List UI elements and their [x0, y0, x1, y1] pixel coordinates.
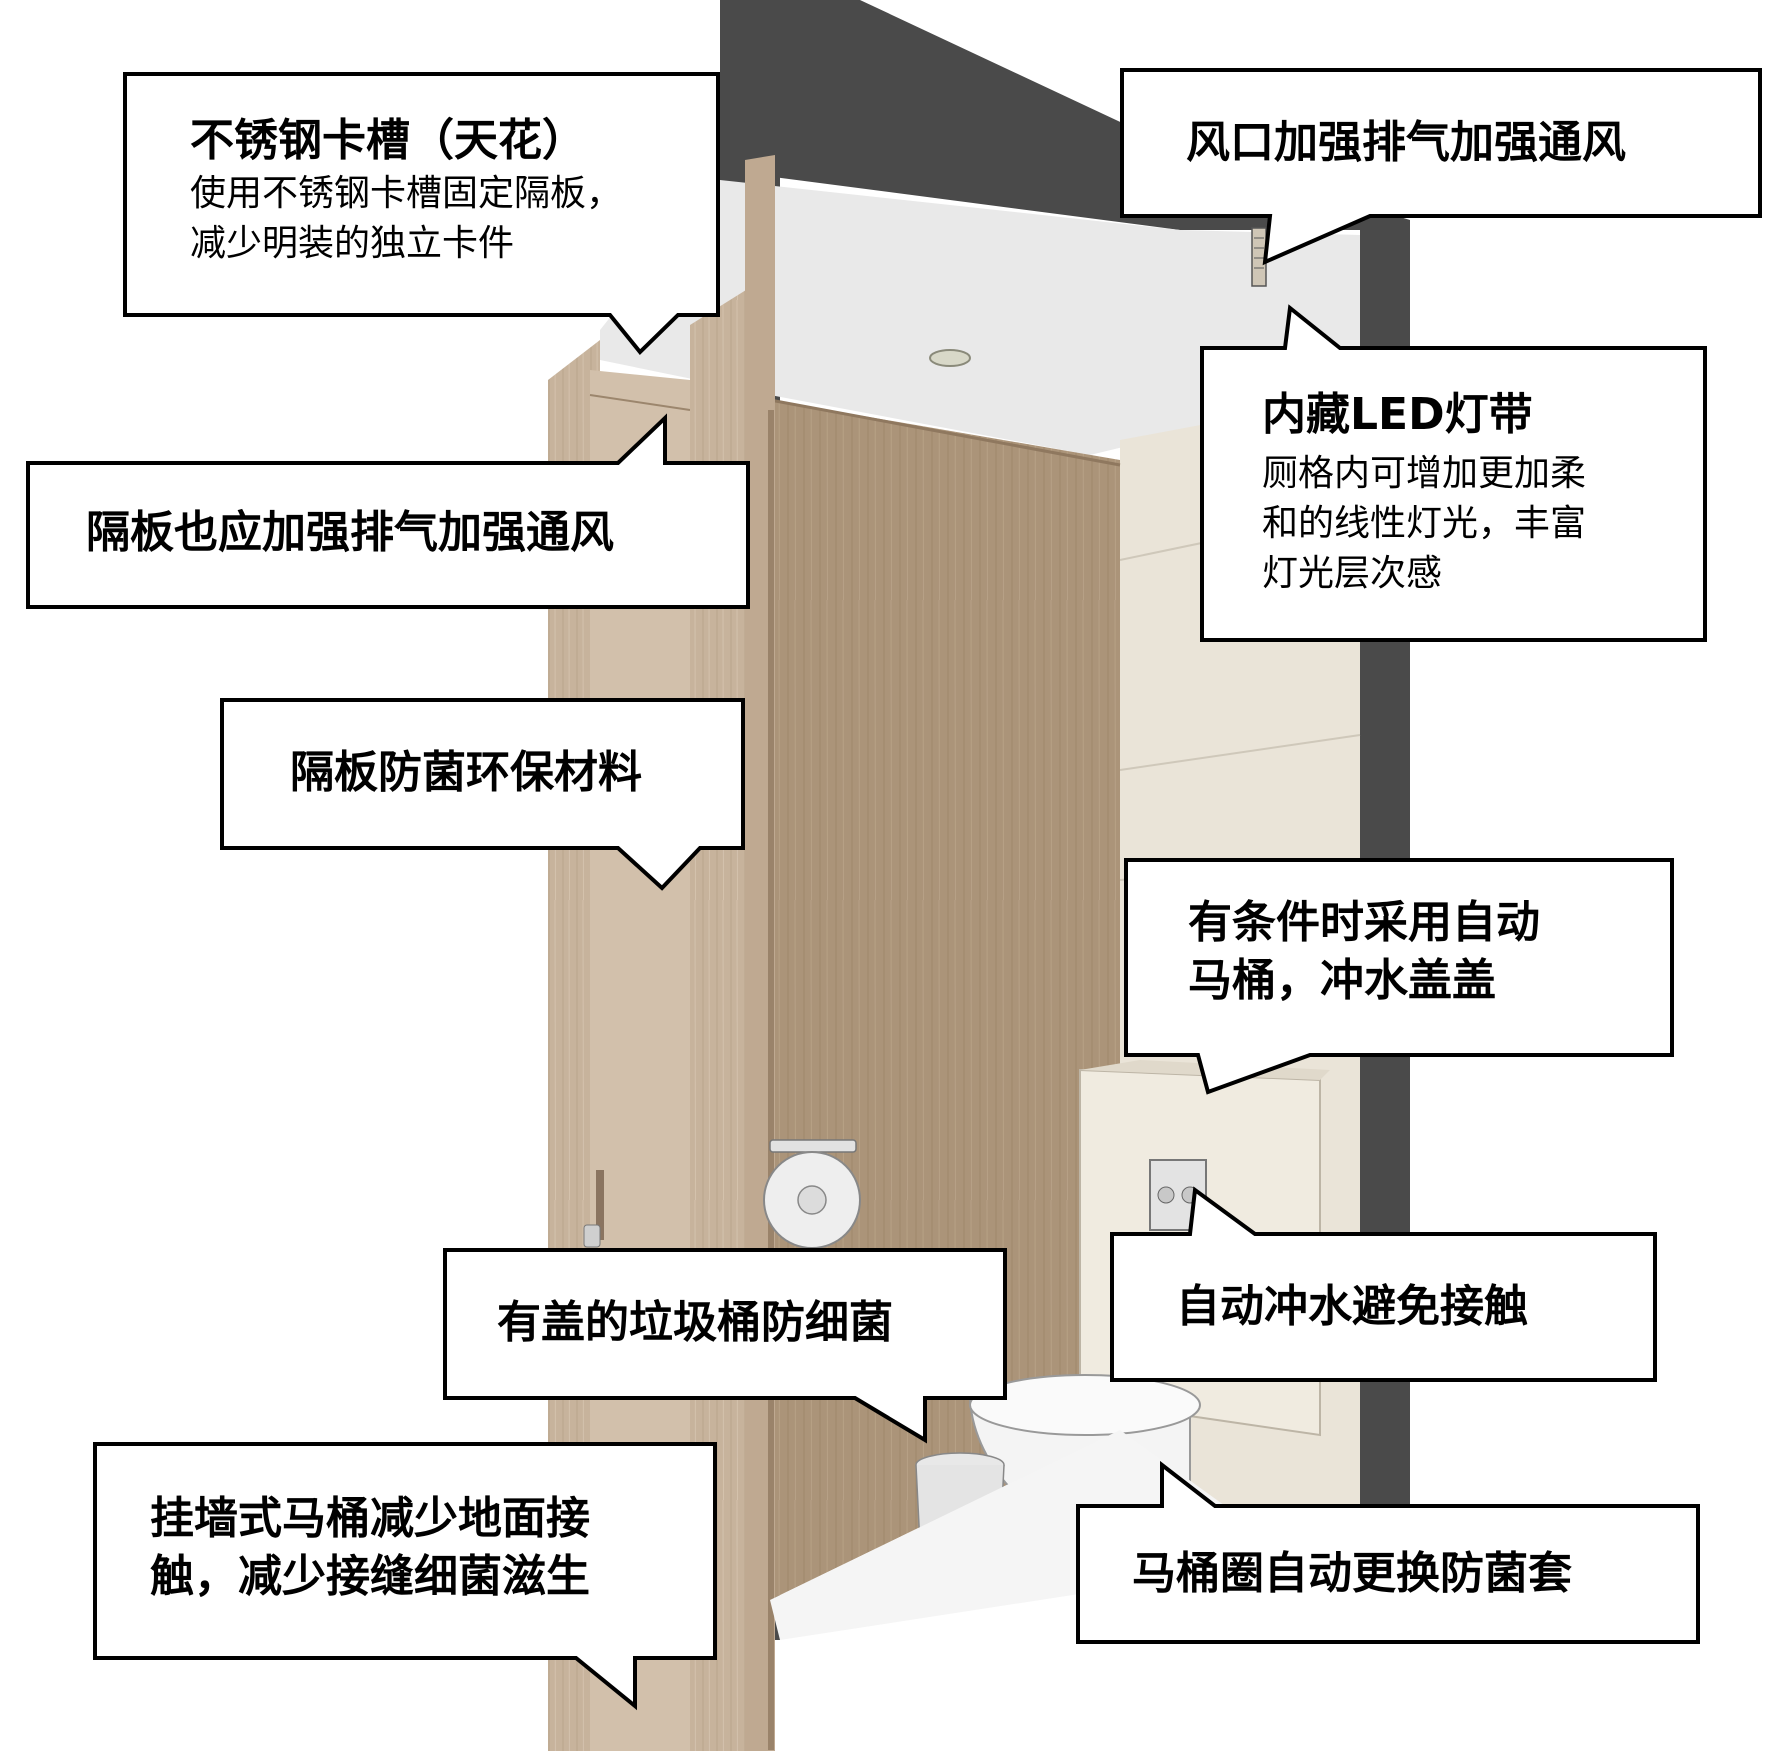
callout-title: 隔板防菌环保材料 — [290, 747, 642, 798]
ceiling-panel — [600, 180, 1360, 455]
callout-title: 马桶圈自动更换防菌套 — [1132, 1548, 1572, 1599]
callout-body-line: 减少明装的独立卡件 — [190, 223, 515, 264]
ceiling-downlight — [929, 349, 971, 367]
callout-title-line: 马桶，冲水盖盖 — [1188, 955, 1496, 1006]
callout-body-line: 灯光层次感 — [1262, 553, 1443, 594]
callout-title-line: 触，减少接缝细菌滋生 — [150, 1551, 590, 1602]
callout-title: 不锈钢卡槽（天花） — [190, 115, 586, 166]
callout-title: 风口加强排气加强通风 — [1186, 117, 1626, 168]
callout-title-line: 有条件时采用自动 — [1188, 897, 1540, 948]
toilet-paper-holder — [763, 1139, 861, 1249]
callout-body-line: 厕格内可增加更加柔 — [1262, 453, 1587, 494]
callout-body-line: 使用不锈钢卡槽固定隔板， — [190, 173, 623, 214]
callout-title: 自动冲水避免接触 — [1176, 1281, 1528, 1332]
callout-body-line: 和的线性灯光，丰富 — [1262, 503, 1587, 544]
callout-title: 内藏LED灯带 — [1262, 389, 1533, 440]
callout-title: 有盖的垃圾桶防细菌 — [497, 1297, 893, 1348]
callout-title: 隔板也应加强排气加强通风 — [86, 507, 614, 558]
callout-title-line: 挂墙式马桶减少地面接 — [150, 1493, 590, 1544]
